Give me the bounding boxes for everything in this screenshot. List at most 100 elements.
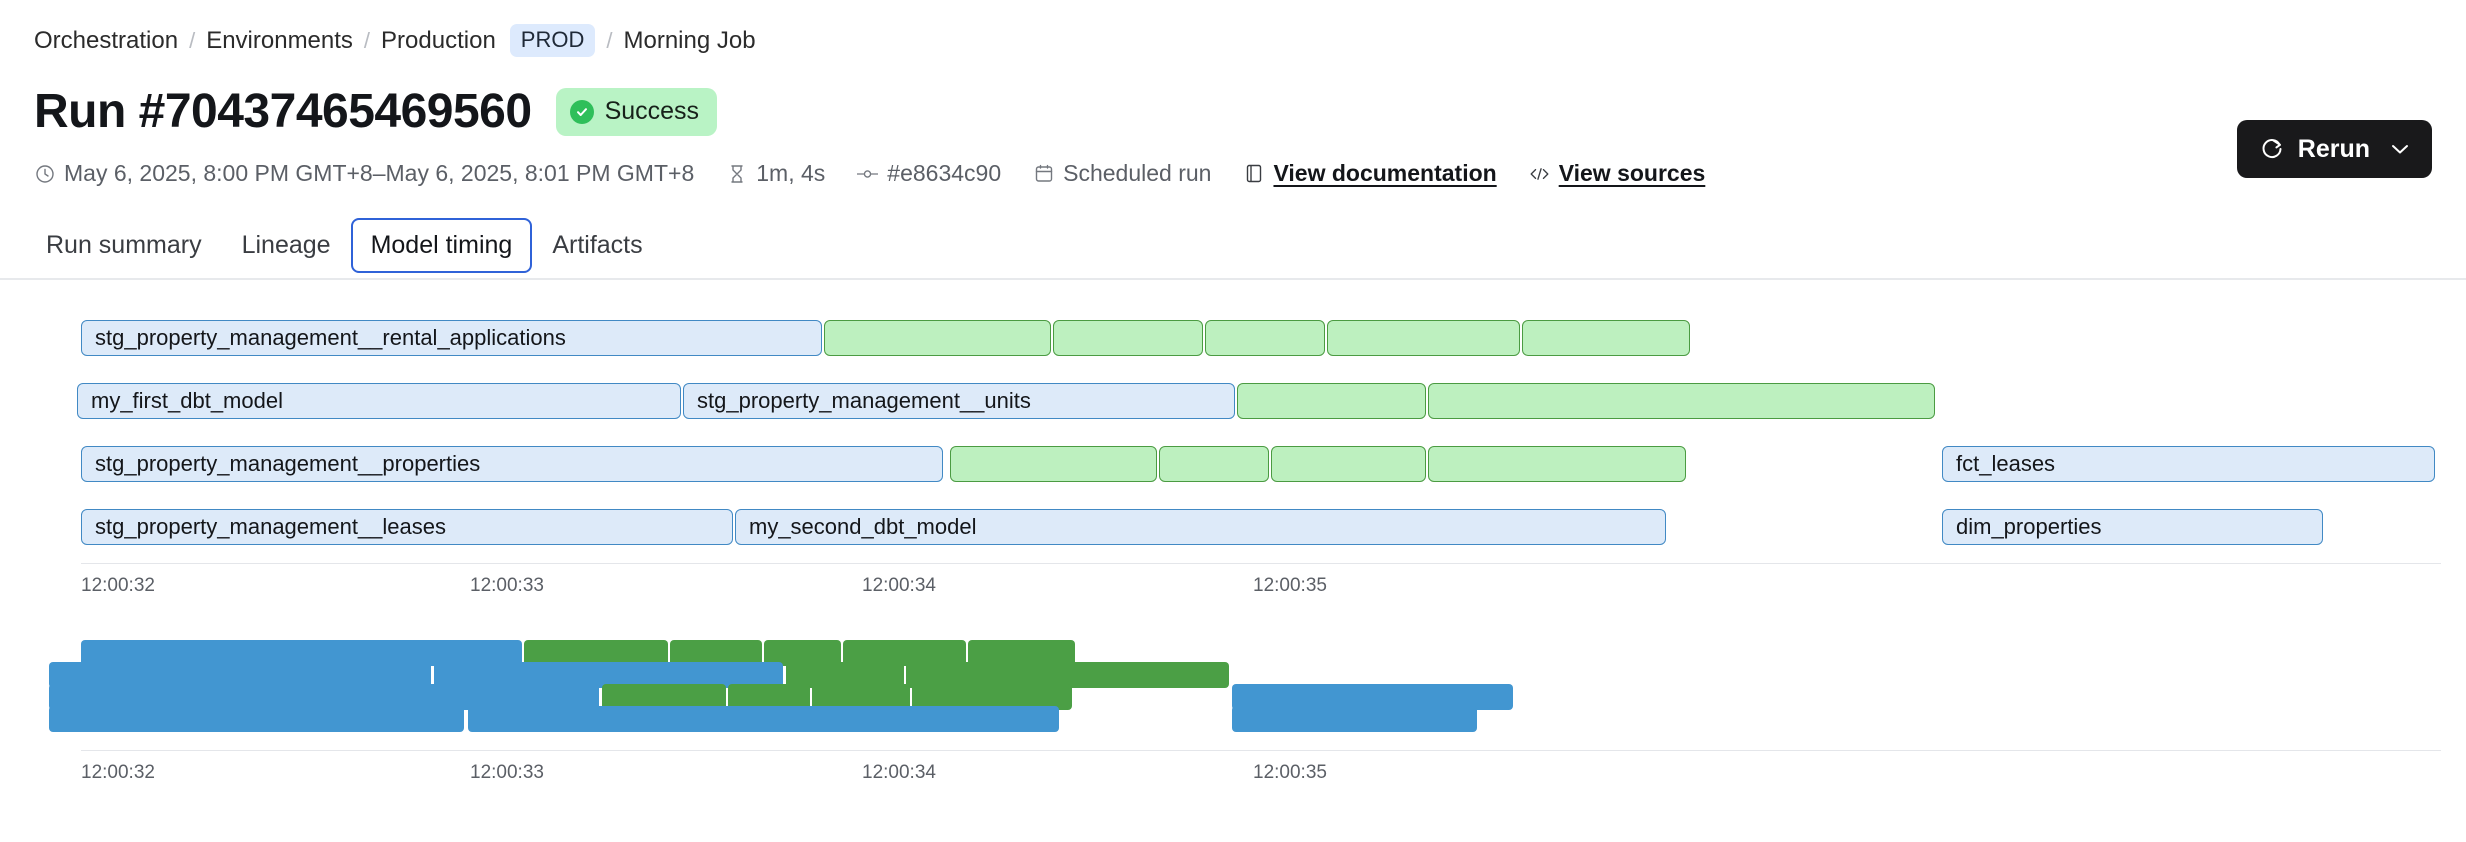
gantt-bar-test[interactable] xyxy=(1271,446,1426,482)
gantt-bar-stg_property_management__properties[interactable] xyxy=(49,684,599,710)
gantt-bar-test[interactable] xyxy=(1327,320,1520,356)
gantt-row: stg_property_management__rental_applicat… xyxy=(0,320,2466,356)
gantt-bar-test[interactable] xyxy=(728,684,810,710)
gantt-bar-my_first_dbt_model[interactable] xyxy=(49,662,431,688)
gantt-bar-dim_properties[interactable]: dim_properties xyxy=(1942,509,2323,545)
axis-tick-label: 12:00:35 xyxy=(1253,575,1327,596)
tab-model-timing[interactable]: Model timing xyxy=(350,218,533,273)
axis-tick-label: 12:00:33 xyxy=(470,762,544,783)
breadcrumb-separator: / xyxy=(606,27,613,53)
breadcrumb-item-orchestration[interactable]: Orchestration xyxy=(34,26,179,54)
gantt-bar-test[interactable] xyxy=(843,640,966,666)
gantt-row xyxy=(0,684,2466,710)
gantt-bar-test[interactable] xyxy=(786,662,904,688)
gantt-bar-label: fct_leases xyxy=(1956,451,2056,476)
gantt-bar-test[interactable] xyxy=(906,662,1229,688)
environment-badge-prod: PROD xyxy=(509,24,596,57)
gantt-bar-label: stg_property_management__leases xyxy=(95,514,447,539)
tab-bar: Run summary Lineage Model timing Artifac… xyxy=(26,218,663,273)
gantt-bar-stg_property_management__properties[interactable]: stg_property_management__properties xyxy=(81,446,943,482)
calendar-icon xyxy=(1033,163,1054,184)
gantt-bar-fct_leases[interactable]: fct_leases xyxy=(1942,446,2435,482)
axis-tick-label: 12:00:32 xyxy=(81,575,155,596)
meta-trigger: Scheduled run xyxy=(1033,160,1211,187)
book-icon xyxy=(1243,163,1264,184)
gantt-bar-label: my_first_dbt_model xyxy=(91,388,283,413)
gantt-bar-stg_property_management__units[interactable]: stg_property_management__units xyxy=(683,383,1235,419)
chart-axis-line xyxy=(81,563,2441,564)
gantt-bar-test[interactable] xyxy=(1522,320,1690,356)
hourglass-icon xyxy=(726,163,747,184)
gantt-bar-test[interactable] xyxy=(824,320,1051,356)
gantt-bar-my_second_dbt_model[interactable] xyxy=(468,706,1059,732)
gantt-bar-test[interactable] xyxy=(812,684,910,710)
tab-artifacts[interactable]: Artifacts xyxy=(552,231,643,259)
breadcrumb-separator: / xyxy=(363,27,371,53)
rerun-button[interactable]: Rerun xyxy=(2236,120,2432,178)
rerun-button-label: Rerun xyxy=(2297,134,2370,163)
tab-run-summary[interactable]: Run summary xyxy=(46,231,202,259)
meta-documentation-link[interactable]: View documentation xyxy=(1243,160,1497,187)
gantt-bar-my_second_dbt_model[interactable]: my_second_dbt_model xyxy=(735,509,1666,545)
gantt-bar-test[interactable] xyxy=(950,446,1157,482)
chevron-down-icon[interactable] xyxy=(2390,142,2410,156)
gantt-bar-label: my_second_dbt_model xyxy=(749,514,977,539)
gantt-bar-test[interactable] xyxy=(764,640,841,666)
meta-sources-text: View sources xyxy=(1558,160,1706,186)
check-circle-icon xyxy=(569,99,594,124)
meta-sources-link[interactable]: View sources xyxy=(1529,160,1706,187)
gantt-bar-label: stg_property_management__rental_applicat… xyxy=(95,325,566,350)
gantt-bar-test[interactable] xyxy=(1237,383,1426,419)
gantt-bar-fct_leases[interactable] xyxy=(1232,684,1513,710)
gantt-bar-stg_property_management__rental_applications[interactable] xyxy=(81,640,522,666)
gantt-bar-test[interactable] xyxy=(1428,446,1686,482)
meta-commit[interactable]: #e8634c90 xyxy=(857,160,1001,187)
gantt-bar-test[interactable] xyxy=(1205,320,1325,356)
gantt-bar-label: dim_properties xyxy=(1956,514,2102,539)
run-metadata: May 6, 2025, 8:00 PM GMT+8–May 6, 2025, … xyxy=(34,160,1737,187)
axis-tick-label: 12:00:34 xyxy=(862,762,936,783)
refresh-icon xyxy=(2259,136,2285,162)
breadcrumb: Orchestration / Environments / Productio… xyxy=(34,24,756,57)
axis-tick-label: 12:00:35 xyxy=(1253,762,1327,783)
meta-duration-text: 1m, 4s xyxy=(756,160,826,186)
gantt-bar-test[interactable] xyxy=(1428,383,1935,419)
model-timing-gantt-outlined: stg_property_management__rental_applicat… xyxy=(0,320,2466,600)
gantt-bar-my_first_dbt_model[interactable]: my_first_dbt_model xyxy=(77,383,681,419)
gantt-bar-label: stg_property_management__units xyxy=(697,388,1031,413)
gantt-bar-test[interactable] xyxy=(670,640,762,666)
gantt-bar-dim_properties[interactable] xyxy=(1232,706,1477,732)
gantt-bar-test[interactable] xyxy=(1159,446,1269,482)
gantt-bar-stg_property_management__units[interactable] xyxy=(434,662,783,688)
code-icon xyxy=(1529,163,1550,184)
gantt-bar-test[interactable] xyxy=(602,684,726,710)
status-badge-label: Success xyxy=(604,97,700,125)
breadcrumb-item-environments[interactable]: Environments xyxy=(206,26,353,54)
meta-duration: 1m, 4s xyxy=(726,160,825,187)
meta-timerange: May 6, 2025, 8:00 PM GMT+8–May 6, 2025, … xyxy=(34,160,694,187)
commit-icon xyxy=(857,163,879,184)
gantt-bar-test[interactable] xyxy=(968,640,1075,666)
gantt-bar-test[interactable] xyxy=(524,640,668,666)
tab-lineage[interactable]: Lineage xyxy=(241,231,331,259)
breadcrumb-item-production[interactable]: Production xyxy=(381,26,496,54)
status-badge: Success xyxy=(555,88,718,136)
gantt-bar-stg_property_management__leases[interactable] xyxy=(49,706,464,732)
gantt-row: my_first_dbt_model stg_property_managemen… xyxy=(0,383,2466,419)
gantt-row: stg_property_management__leases my_second… xyxy=(0,509,2466,545)
breadcrumb-item-morning-job[interactable]: Morning Job xyxy=(623,26,756,54)
meta-commit-text: #e8634c90 xyxy=(887,160,1002,186)
gantt-bar-test[interactable] xyxy=(912,684,1072,710)
gantt-bar-stg_property_management__leases[interactable]: stg_property_management__leases xyxy=(81,509,733,545)
title-row: Run #70437465469560 Success xyxy=(34,85,718,138)
chart-axis-line xyxy=(81,750,2441,751)
breadcrumb-separator: / xyxy=(189,27,196,53)
gantt-row xyxy=(0,662,2466,688)
axis-tick-label: 12:00:34 xyxy=(862,575,936,596)
clock-icon xyxy=(34,163,55,184)
page-title: Run #70437465469560 xyxy=(34,85,532,138)
gantt-bar-stg_property_management__rental_applications[interactable]: stg_property_management__rental_applicat… xyxy=(81,320,822,356)
gantt-bar-test[interactable] xyxy=(1053,320,1203,356)
